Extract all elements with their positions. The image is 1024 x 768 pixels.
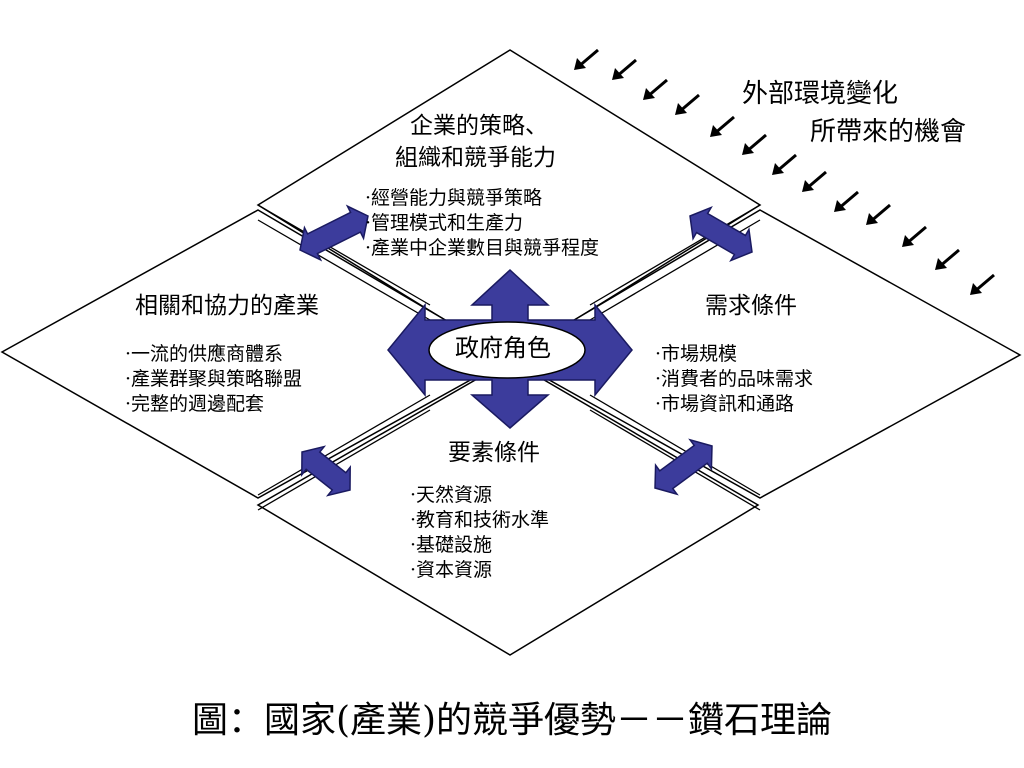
left-box-title: 相關和協力的產業 [135,293,319,319]
arrow-down-left-icon [834,200,846,212]
arrow-down-left-icon [902,235,914,247]
list-item: 經營能力與競爭策略 [365,186,599,211]
list-item: 資本資源 [410,558,549,583]
list-item: 教育和技術水準 [410,508,549,533]
external-line1: 外部環境變化 [742,79,899,109]
arrow-down-left-icon [935,258,947,270]
list-item: 一流的供應商體系 [125,342,302,367]
arrow-down-left-icon [742,143,754,155]
bottom-box-title: 要素條件 [448,440,540,466]
arrow-bottom-left-icon [301,445,351,497]
connector-lines [257,204,761,511]
list-item: 市場規模 [655,342,813,367]
list-item: 基礎設施 [410,533,549,558]
arrow-down-left-icon [866,213,878,225]
list-item: 管理模式和生產力 [365,211,599,236]
center-ellipse [428,321,586,379]
right-box-items: 市場規模 消費者的品味需求 市場資訊和通路 [655,342,813,417]
list-item: 產業群聚與策略聯盟 [125,367,302,392]
arrow-bottom-right-icon [654,438,713,496]
external-arrows [574,48,995,295]
arrow-down-left-icon [772,163,784,175]
right-box-title: 需求條件 [705,293,797,319]
top-box-items: 經營能力與競爭策略 管理模式和生產力 產業中企業數目與競爭程度 [365,186,599,261]
list-item: 消費者的品味需求 [655,367,813,392]
list-item: 市場資訊和通路 [655,392,813,417]
figure-caption: 圖：國家(產業)的競爭優勢－－鑽石理論 [191,700,833,741]
arrow-down-left-icon [574,58,586,70]
center-label: 政府角色 [455,334,551,362]
arrow-down-left-icon [710,125,722,137]
top-box-title-line2: 組織和競爭能力 [395,145,556,171]
list-item: 天然資源 [410,483,549,508]
external-line2: 所帶來的機會 [810,117,967,147]
arrow-down-left-icon [612,68,624,80]
left-box-items: 一流的供應商體系 產業群聚與策略聯盟 完整的週邊配套 [125,342,302,417]
bottom-box-items: 天然資源 教育和技術水準 基礎設施 資本資源 [410,483,549,583]
list-item: 完整的週邊配套 [125,392,302,417]
arrow-down-left-icon [675,103,687,115]
arrow-down-left-icon [970,283,982,295]
arrow-top-right-icon [689,205,753,263]
top-box-title-line1: 企業的策略、 [410,113,548,139]
list-item: 產業中企業數目與競爭程度 [365,236,599,261]
arrow-down-left-icon [802,180,814,192]
arrow-down-left-icon [643,88,655,100]
